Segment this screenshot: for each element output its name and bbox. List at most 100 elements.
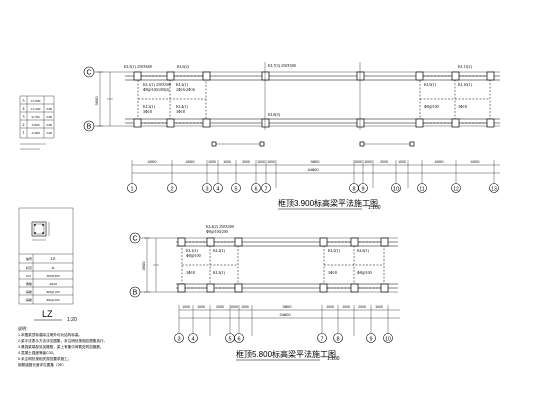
plan-bottom-scale: 1:100 xyxy=(327,356,340,362)
svg-text:标高: 标高 xyxy=(26,265,32,270)
svg-text:B: B xyxy=(87,124,92,131)
svg-text:12: 12 xyxy=(453,186,459,192)
svg-text:3Φ18: 3Φ18 xyxy=(176,109,185,114)
plan-top: C B KL1(1) 250X500 Φ8@100/200(2) xyxy=(83,62,500,211)
svg-text:2000: 2000 xyxy=(358,305,366,309)
svg-text:4: 4 xyxy=(216,186,219,192)
svg-text:1000: 1000 xyxy=(342,305,350,309)
svg-text:KL10(1): KL10(1) xyxy=(458,82,473,87)
svg-text:1000: 1000 xyxy=(375,305,383,309)
svg-text:4000: 4000 xyxy=(186,159,196,164)
svg-text:编号: 编号 xyxy=(26,256,32,261)
dimension-line-top: 4000 4000 1000 1000 2000 1000 1000 9800 … xyxy=(131,159,500,188)
svg-text:KL9(1): KL9(1) xyxy=(424,82,437,87)
svg-text:15.200: 15.200 xyxy=(31,107,41,111)
svg-text:7: 7 xyxy=(320,336,323,342)
svg-text:4.混凝土强度等级C30。: 4.混凝土强度等级C30。 xyxy=(18,350,56,355)
svg-text:3Φ18: 3Φ18 xyxy=(143,109,152,114)
svg-text:13: 13 xyxy=(491,186,497,192)
dimension-line-bottom: 1000 1000 2000 1000 1000 9800 1000 1000 … xyxy=(178,304,400,336)
svg-text:4: 4 xyxy=(191,336,194,342)
column-detail: LZ Ф 300X300 4Ф16 Ф8@100 Ф8@200 编号 标高 b×… xyxy=(18,207,77,323)
plan-bottom-title: 框顶5.800标高梁平法施工图 xyxy=(236,349,336,359)
svg-text:9: 9 xyxy=(369,336,372,342)
svg-text:10: 10 xyxy=(393,186,399,192)
svg-text:1000: 1000 xyxy=(354,160,362,164)
svg-text:4Ф16: 4Ф16 xyxy=(49,282,57,286)
svg-text:Φ8@100: Φ8@100 xyxy=(424,104,439,109)
svg-text:KL1(1) 250X500: KL1(1) 250X500 xyxy=(143,82,171,87)
svg-text:1000: 1000 xyxy=(398,160,406,164)
svg-text:1000: 1000 xyxy=(230,305,238,309)
svg-text:箍筋: 箍筋 xyxy=(26,289,32,294)
svg-text:KL8(3): KL8(3) xyxy=(268,112,281,117)
svg-text:KL4(2) 250X500: KL4(2) 250X500 xyxy=(206,224,234,229)
svg-text:1: 1 xyxy=(130,186,133,192)
frame-block-left-top: KL1(1) 250X500 Φ8@100/200(2) KL2(1) 2Φ16… xyxy=(124,64,211,128)
svg-text:Ф8@200: Ф8@200 xyxy=(47,298,60,302)
svg-text:24800: 24800 xyxy=(279,312,291,317)
svg-text:KL6(1): KL6(1) xyxy=(357,248,370,253)
svg-text:Φ8@100/200: Φ8@100/200 xyxy=(206,229,228,234)
svg-text:LZ: LZ xyxy=(51,256,56,261)
svg-text:KL3(1): KL3(1) xyxy=(143,104,156,109)
svg-text:3.90: 3.90 xyxy=(46,131,52,135)
column-detail-title: LZ xyxy=(42,309,53,319)
svg-text:9800: 9800 xyxy=(283,304,293,309)
svg-text:角筋: 角筋 xyxy=(26,281,32,286)
svg-text:3.60: 3.60 xyxy=(46,107,52,111)
svg-text:箍筋: 箍筋 xyxy=(26,297,32,302)
svg-text:3Φ18: 3Φ18 xyxy=(186,270,195,275)
svg-text:1000: 1000 xyxy=(257,160,265,164)
svg-text:KL1(1): KL1(1) xyxy=(186,248,199,253)
svg-text:Φ8@100: Φ8@100 xyxy=(357,270,372,275)
svg-text:KL5(1) 250X600: KL5(1) 250X600 xyxy=(124,64,152,69)
svg-text:5.未注明处按相关规范要求施工。: 5.未注明处按相关规范要求施工。 xyxy=(18,356,71,361)
svg-text:2000: 2000 xyxy=(380,160,388,164)
svg-text:1000: 1000 xyxy=(208,160,216,164)
svg-text:10: 10 xyxy=(385,336,391,342)
svg-text:8: 8 xyxy=(336,336,339,342)
svg-text:4000: 4000 xyxy=(471,159,481,164)
svg-text:9800: 9800 xyxy=(311,159,321,164)
svg-text:6: 6 xyxy=(237,336,240,342)
svg-text:6: 6 xyxy=(254,186,257,192)
svg-text:4000: 4000 xyxy=(435,159,445,164)
svg-text:9.700: 9.700 xyxy=(32,115,40,119)
svg-text:3600: 3600 xyxy=(141,261,146,271)
plan-top-title: 框顶3.900标高梁平法施工图 xyxy=(278,198,378,208)
svg-text:2: 2 xyxy=(23,122,25,127)
svg-text:3Φ18: 3Φ18 xyxy=(328,270,337,275)
svg-text:KL4(1): KL4(1) xyxy=(176,104,189,109)
frame-block-right-bottom: KL5(1) KL6(1) 3Φ18 Φ8@100 xyxy=(319,237,389,293)
level-table: 5 15.900 4 15.200 3.60 3 9.700 3.60 2 3.… xyxy=(19,95,55,150)
general-notes: 说明： 1.本图梁顶标高除注明外均为结构标高。 2.梁平法表示方法详见图集，未注… xyxy=(18,325,107,367)
svg-text:B: B xyxy=(133,290,138,297)
svg-text:3: 3 xyxy=(23,114,25,119)
svg-text:1000: 1000 xyxy=(326,305,334,309)
svg-text:1000: 1000 xyxy=(223,160,231,164)
svg-text:KL7(3) 250X500: KL7(3) 250X500 xyxy=(268,63,296,68)
svg-text:2: 2 xyxy=(170,186,173,192)
svg-text:C: C xyxy=(132,236,137,243)
svg-text:3: 3 xyxy=(177,336,180,342)
axis-bubbles-top: 1 2 3 4 5 6 7 8 9 10 11 12 13 xyxy=(127,183,499,193)
axis-bubble-B-bottom: B xyxy=(129,286,141,298)
svg-text:3.悬挑梁端部另加箍筋，梁上有集中荷载处附加箍筋。: 3.悬挑梁端部另加箍筋，梁上有集中荷载处附加箍筋。 xyxy=(18,344,104,349)
svg-text:b×h: b×h xyxy=(26,274,31,278)
svg-text:15.900: 15.900 xyxy=(31,99,41,103)
svg-text:11: 11 xyxy=(419,186,424,192)
svg-text:2000: 2000 xyxy=(242,160,250,164)
svg-text:1000: 1000 xyxy=(182,305,190,309)
axis-bubbles-bottom: 3 4 5 6 7 8 9 10 xyxy=(174,333,393,343)
svg-text:说明：: 说明： xyxy=(18,325,30,331)
svg-text:1000: 1000 xyxy=(364,160,372,164)
svg-text:KL11(2): KL11(2) xyxy=(458,64,473,69)
svg-text:3.60: 3.60 xyxy=(46,115,52,119)
svg-text:9: 9 xyxy=(361,186,364,192)
svg-text:KL2(1): KL2(1) xyxy=(213,248,226,253)
frame-block-left-bottom: KL1(1) Φ8@100 KL2(1) 3Φ18 KL3(1) KL4(2) … xyxy=(177,224,243,293)
svg-text:KL6(2): KL6(2) xyxy=(177,64,190,69)
svg-text:5: 5 xyxy=(234,186,237,192)
svg-text:Φ8@100/200(2): Φ8@100/200(2) xyxy=(143,87,170,92)
